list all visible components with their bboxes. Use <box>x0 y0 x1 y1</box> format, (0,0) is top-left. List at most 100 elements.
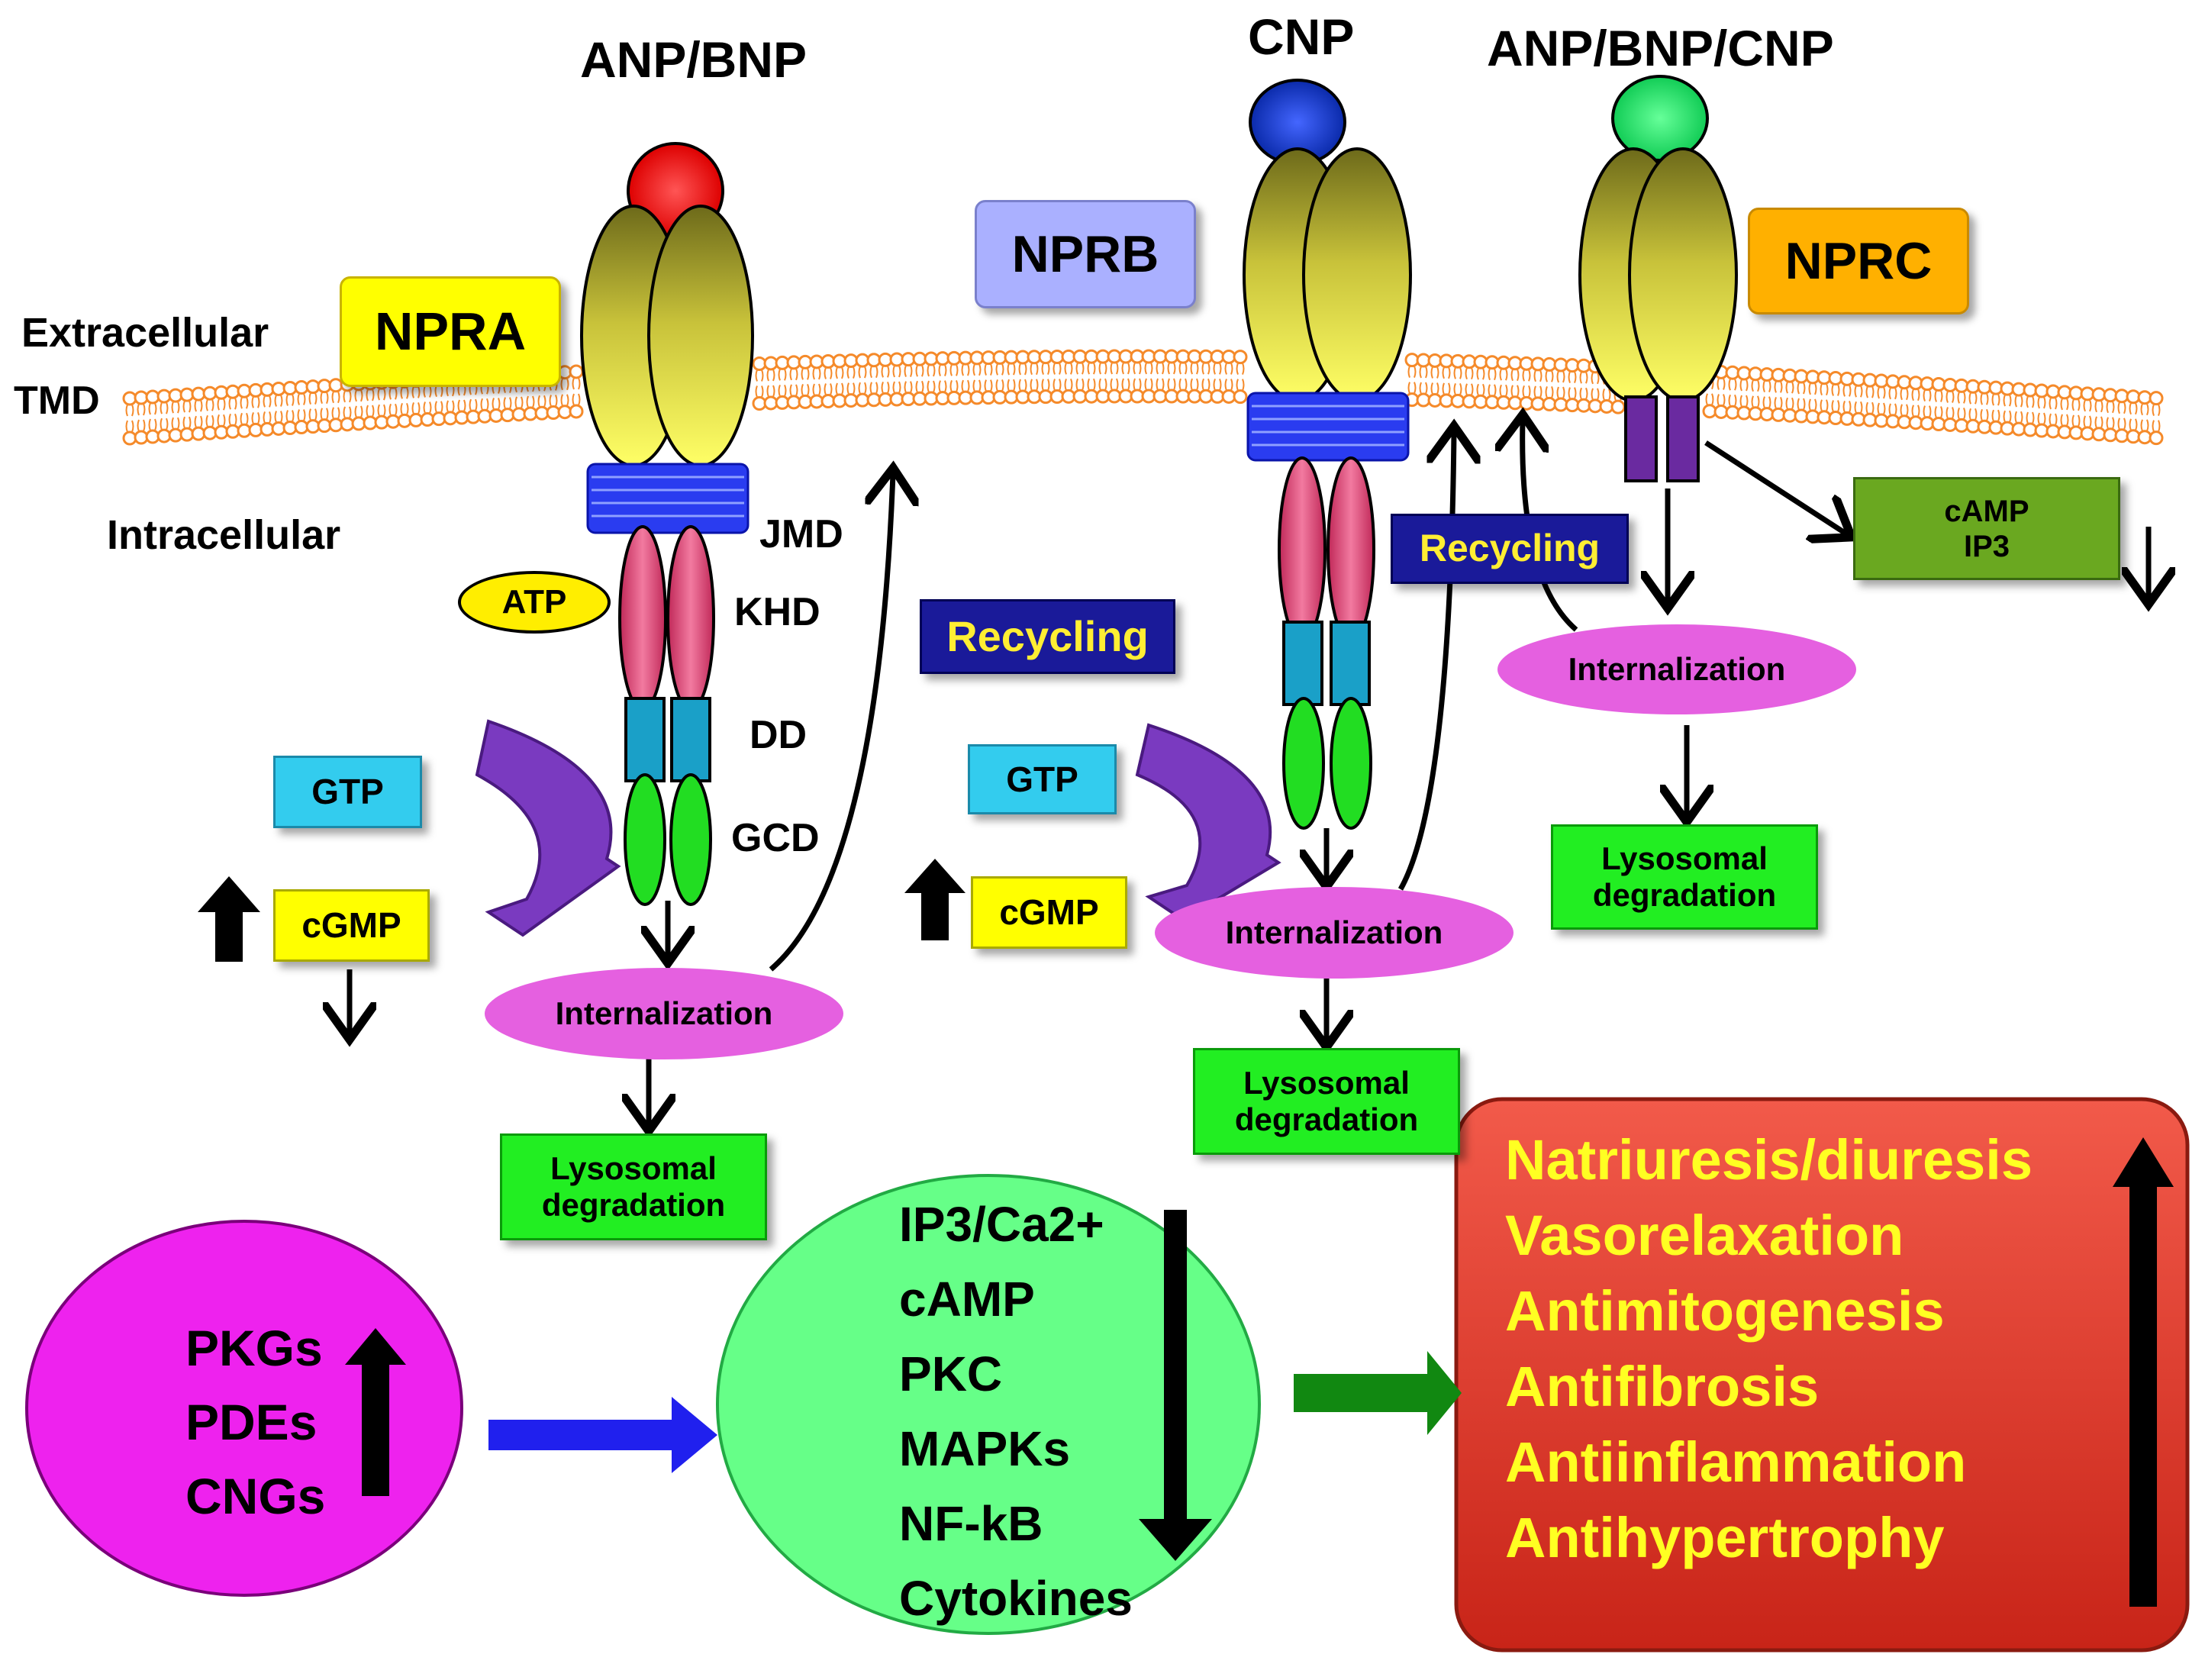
lipid-tail <box>846 382 856 395</box>
lipid-tail <box>1820 383 1829 396</box>
lipid-tail <box>1911 405 1920 418</box>
lipid-tail <box>148 402 157 415</box>
lipid-tail <box>1968 408 1978 421</box>
nprb-cgmp-box: cGMP <box>971 876 1127 949</box>
lipid-tail <box>1522 385 1531 398</box>
nprb-khd-right <box>1327 456 1375 643</box>
lipid-tail <box>778 385 787 397</box>
lipid-tail <box>766 369 775 382</box>
lipid-tail <box>377 404 386 417</box>
lipid-tail <box>789 384 798 397</box>
lipid-tail <box>2049 413 2058 426</box>
lipid-tail <box>1842 385 1852 397</box>
lipid-tail <box>1568 387 1577 399</box>
lipid-tail <box>1098 362 1107 375</box>
nprc-lysosomal-line-2: degradation <box>1592 877 1777 913</box>
lipid-tail <box>1888 403 1897 416</box>
lipid-tail <box>194 399 203 412</box>
lipid-tail <box>915 380 924 393</box>
lipid-tail <box>1476 383 1485 396</box>
pkg-up-arrow <box>345 1328 406 1496</box>
lipid-tail <box>869 366 878 379</box>
lipid-tail <box>1121 362 1130 375</box>
nprc-lysosomal-box: Lysosomal degradation <box>1551 824 1818 930</box>
lipid-tail <box>824 383 833 395</box>
nprc-tmd-left <box>1624 395 1658 482</box>
lipid-tail <box>1900 388 1909 401</box>
lipid-tail <box>1419 382 1428 395</box>
nprb-extracellular-domain-right <box>1302 147 1412 402</box>
lipid-tail <box>1213 378 1222 391</box>
lipid-tail <box>457 399 466 412</box>
lipid-tail <box>263 395 272 408</box>
nprb-ligand-label: CNP <box>1248 8 1355 65</box>
nprb-gtp-box: GTP <box>968 744 1117 814</box>
lipid-tail <box>1945 391 1955 403</box>
ip3-label: IP3 <box>1963 529 2010 563</box>
npra-khd-left <box>618 525 667 711</box>
nprb-dd-right <box>1330 621 1371 706</box>
lipid-tail <box>1167 378 1176 391</box>
lipid-tail <box>1923 405 1932 418</box>
lipid-tail <box>1968 392 1978 405</box>
lipid-tail <box>2117 418 2126 430</box>
lipid-tail <box>308 392 318 405</box>
lipid-tail <box>1201 378 1210 391</box>
lipid-tail <box>1201 362 1210 375</box>
nprc-to-camp-arrow <box>1704 440 1847 534</box>
lipid-tail <box>1957 392 1966 404</box>
lipid-tail <box>217 414 226 427</box>
lipid-tail <box>1568 371 1577 383</box>
lipid-tail <box>1190 378 1199 391</box>
lipid-tail <box>812 383 821 396</box>
effect-antifibrosis: Antifibrosis <box>1505 1355 1820 1418</box>
lipid-head <box>1610 399 1626 414</box>
lipid-tail <box>1980 392 1989 405</box>
lipid-tail <box>1041 363 1050 376</box>
pkg-item-cngs: CNGs <box>185 1468 326 1524</box>
lipid-tail <box>388 387 398 400</box>
lipid-tail <box>1774 397 1783 409</box>
lipid-tail <box>1717 394 1726 406</box>
lipid-tail <box>995 363 1004 376</box>
npra-dd-right <box>670 697 711 782</box>
lipid-tail <box>125 420 134 433</box>
lipid-tail <box>1877 402 1886 415</box>
effects-box <box>1454 1097 2190 1653</box>
lipid-tail <box>1808 398 1817 411</box>
lipid-tail <box>251 411 260 424</box>
lipid-tail <box>938 380 947 393</box>
lipid-tail <box>1579 371 1588 384</box>
lipid-tail <box>892 381 901 394</box>
lipid-tail <box>1591 388 1600 401</box>
lipid-tail <box>2026 411 2035 424</box>
lipid-tail <box>755 369 764 382</box>
lipid-tail <box>1430 366 1439 379</box>
lipid-tail <box>766 385 775 398</box>
lipid-tail <box>1865 385 1875 398</box>
lipid-tail <box>1121 378 1130 391</box>
lipid-tail <box>1041 379 1050 392</box>
lipid-tail <box>961 379 970 392</box>
lipid-tail <box>320 392 329 405</box>
npra-internalization-oval: Internalization <box>485 968 843 1059</box>
lipid-tail <box>274 395 283 407</box>
npra-receptor <box>580 142 754 906</box>
pkg-circle <box>25 1220 463 1597</box>
lipid-tail <box>1591 372 1600 385</box>
lipid-tail <box>331 407 340 420</box>
lipid-tail <box>1075 362 1085 375</box>
lipid-tail <box>1980 408 1989 421</box>
lipid-tail <box>1774 381 1783 393</box>
npra-cgmp-box: cGMP <box>273 889 430 962</box>
lipid-tail <box>1820 399 1829 412</box>
nprc-box: NPRC <box>1748 208 1969 314</box>
lipid-tail <box>228 397 237 410</box>
lipid-tail <box>1053 363 1062 375</box>
lipid-tail <box>1533 385 1543 398</box>
nprb-recycling-arrow <box>1397 431 1454 891</box>
lipid-tail <box>812 367 821 380</box>
lipid-tail <box>1064 379 1073 391</box>
lipid-tail <box>2083 415 2092 428</box>
lipid-tail <box>285 410 295 422</box>
